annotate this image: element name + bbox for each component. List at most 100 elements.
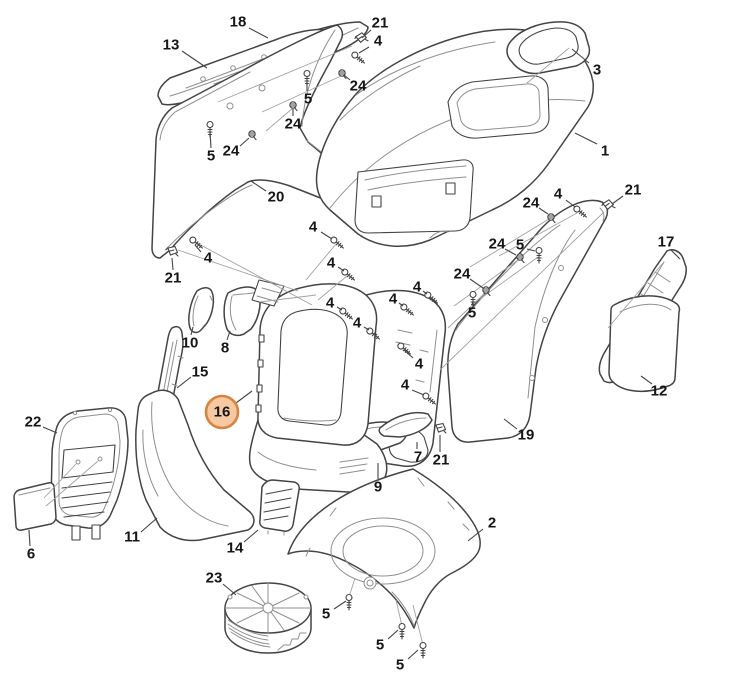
leader-line xyxy=(387,629,399,640)
leader-line xyxy=(469,278,484,289)
construction-guide-lines xyxy=(43,45,664,646)
callout-3[interactable]: 3 xyxy=(593,62,601,79)
leader-line xyxy=(320,231,333,240)
callout-10[interactable]: 10 xyxy=(182,335,199,352)
callout-22[interactable]: 22 xyxy=(25,414,42,431)
callout-4[interactable]: 4 xyxy=(309,219,318,236)
leader-line xyxy=(42,426,58,434)
callout-2[interactable]: 2 xyxy=(488,515,496,532)
callout-5[interactable]: 5 xyxy=(322,606,330,623)
part-1-hood-drawing xyxy=(315,28,594,247)
callout-5[interactable]: 5 xyxy=(396,657,404,674)
selected-part-ring[interactable] xyxy=(204,394,240,430)
callout-11[interactable]: 11 xyxy=(124,529,140,546)
callout-15[interactable]: 15 xyxy=(192,364,209,381)
callout-5[interactable]: 5 xyxy=(468,305,476,322)
leader-line xyxy=(248,27,269,39)
leader-line xyxy=(670,249,681,260)
callout-19[interactable]: 19 xyxy=(518,427,535,444)
callout-24[interactable]: 24 xyxy=(223,143,240,160)
callout-14[interactable]: 14 xyxy=(227,540,244,557)
callout-21[interactable]: 21 xyxy=(625,182,642,199)
callout-23[interactable]: 23 xyxy=(206,570,223,587)
part-6-plate-drawing xyxy=(13,482,57,531)
leader-line xyxy=(239,137,250,147)
leader-line xyxy=(337,266,345,272)
part-23-fan-cover-drawing xyxy=(224,582,312,654)
part-2-steering-column-cover-drawing xyxy=(287,468,481,629)
callout-4[interactable]: 4 xyxy=(413,279,422,296)
leader-line xyxy=(28,529,31,547)
screw-icon xyxy=(188,235,205,251)
callout-4[interactable]: 4 xyxy=(327,255,336,272)
callout-8[interactable]: 8 xyxy=(221,340,229,357)
leader-line xyxy=(504,248,517,256)
callout-21[interactable]: 21 xyxy=(372,15,389,32)
leader-line xyxy=(209,131,212,149)
leader-line xyxy=(243,529,259,543)
leader-line xyxy=(571,48,590,64)
callout-24[interactable]: 24 xyxy=(454,266,471,283)
part-3-air-intake-bezel-drawing xyxy=(506,21,591,75)
callout-21[interactable]: 21 xyxy=(165,270,182,287)
part-8-air-duct-drawing xyxy=(223,286,261,337)
leader-line xyxy=(574,132,598,145)
callout-4[interactable]: 4 xyxy=(389,291,398,308)
leader-line xyxy=(363,326,370,331)
callout-4[interactable]: 4 xyxy=(353,315,362,332)
callout-5[interactable]: 5 xyxy=(376,637,384,654)
leader-line xyxy=(471,300,474,306)
leader-line xyxy=(235,390,253,404)
leader-line xyxy=(171,257,174,271)
callout-7[interactable]: 7 xyxy=(414,449,422,466)
clip-icon xyxy=(433,422,447,434)
leader-line xyxy=(407,649,419,660)
callout-16[interactable]: 16 xyxy=(214,404,231,421)
part-12-side-panel-insert-drawing xyxy=(608,295,681,393)
callout-4[interactable]: 4 xyxy=(204,250,213,267)
part-7-trim-strip-drawing xyxy=(378,411,433,438)
leader-line xyxy=(398,302,404,307)
callout-6[interactable]: 6 xyxy=(27,546,35,563)
leader-line xyxy=(358,46,370,54)
callout-24[interactable]: 24 xyxy=(285,116,302,133)
callout-9[interactable]: 9 xyxy=(374,479,382,496)
callout-13[interactable]: 13 xyxy=(163,37,180,54)
callout-4[interactable]: 4 xyxy=(374,33,383,50)
callout-4[interactable]: 4 xyxy=(415,356,424,373)
callout-1[interactable]: 1 xyxy=(601,143,609,160)
leader-line xyxy=(422,290,428,295)
screw-icon xyxy=(350,50,367,66)
callout-5[interactable]: 5 xyxy=(207,148,215,165)
callout-24[interactable]: 24 xyxy=(523,195,540,212)
callout-24[interactable]: 24 xyxy=(350,78,367,95)
callout-4[interactable]: 4 xyxy=(401,377,410,394)
callout-4[interactable]: 4 xyxy=(554,186,563,203)
screw-icon xyxy=(398,622,406,640)
screw-icon xyxy=(419,641,427,659)
leader-line xyxy=(176,376,192,389)
callout-12[interactable]: 12 xyxy=(651,383,668,400)
leader-line xyxy=(343,74,351,81)
leader-line xyxy=(611,195,624,205)
callout-24[interactable]: 24 xyxy=(489,236,506,253)
callout-18[interactable]: 18 xyxy=(230,14,247,31)
part-16-front-housing-drawing xyxy=(248,279,388,493)
callout-21[interactable]: 21 xyxy=(433,452,450,469)
callout-20[interactable]: 20 xyxy=(268,189,285,206)
leader-line xyxy=(333,600,347,610)
callout-5[interactable]: 5 xyxy=(304,91,312,108)
callout-17[interactable]: 17 xyxy=(658,234,675,251)
leader-line xyxy=(250,180,267,192)
parts-drawings xyxy=(13,21,687,654)
callout-4[interactable]: 4 xyxy=(326,295,335,312)
leader-line xyxy=(361,29,372,39)
leader-line xyxy=(222,583,237,596)
leader-line xyxy=(140,517,158,533)
callout-5[interactable]: 5 xyxy=(516,237,524,254)
leader-line xyxy=(194,244,202,253)
leader-line xyxy=(336,306,343,311)
